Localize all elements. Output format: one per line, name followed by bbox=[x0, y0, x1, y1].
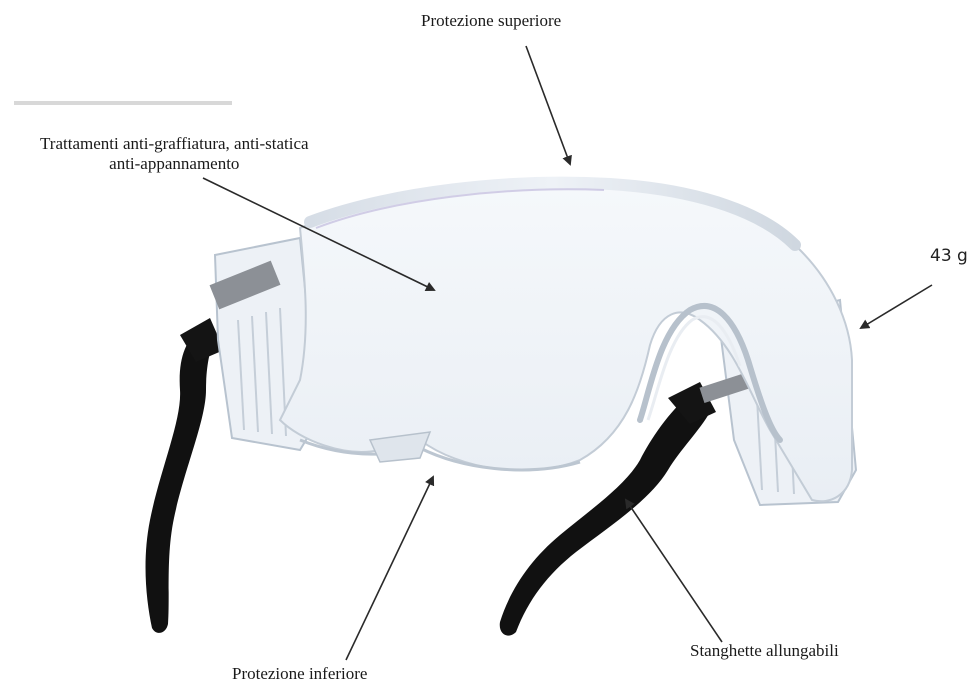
arrow-bottom-protection bbox=[346, 477, 433, 660]
label-temples: Stanghette allungabili bbox=[690, 641, 839, 661]
label-treatments-line1: Trattamenti anti-graffiatura, anti-stati… bbox=[40, 134, 309, 153]
label-bottom-protection: Protezione inferiore bbox=[232, 664, 367, 684]
label-top-protection: Protezione superiore bbox=[421, 11, 561, 31]
left-temple-arm bbox=[146, 330, 214, 633]
label-weight: 43 g bbox=[930, 246, 968, 266]
arrow-weight bbox=[861, 285, 932, 328]
arrow-temples bbox=[626, 500, 722, 642]
label-treatments: Trattamenti anti-graffiatura, anti-stati… bbox=[40, 134, 309, 174]
label-treatments-line2: anti-appannamento bbox=[40, 154, 309, 174]
faded-text-artifact bbox=[14, 98, 232, 108]
arrow-top-protection bbox=[526, 46, 570, 164]
